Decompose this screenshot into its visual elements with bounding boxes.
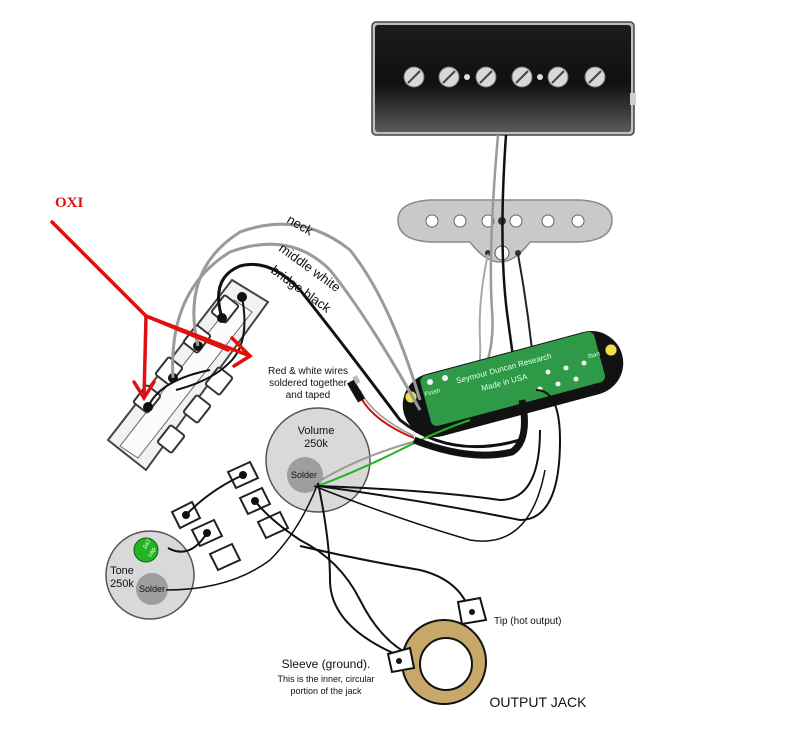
volume-label: Volume [298,425,335,437]
sleeve-note-1: This is the inner, circular [277,674,374,684]
neck-wire-label: neck [285,212,317,239]
tone-label: Tone [110,565,134,577]
tone-solder-label: Solder [139,584,165,594]
single-coil-pickup [397,199,613,263]
red-white-note-1: Red & white wires [268,366,348,377]
volume-value: 250k [304,438,328,450]
output-jack [386,596,488,705]
tone-value: 250k [110,578,134,590]
board-finish-text: Finish [424,388,441,398]
rail-pickup-board: Seymour Duncan Research Made in USA Fini… [402,331,624,437]
taped-splice [347,375,365,403]
cap-value: .047 [142,538,153,552]
volume-solder-label: Solder [291,470,317,480]
control-wires [165,389,562,661]
pickup-pole-screws [403,66,606,88]
oxi-annotation: OXI [55,195,84,211]
tone-capacitor: .047 cap [133,537,159,563]
soapbar-pickup [371,21,636,136]
tone-pot: Tone 250k Solder .047 cap [105,500,242,620]
red-annotations [50,220,253,402]
board-start-text: Start [587,351,601,360]
red-white-note-2: soldered together [269,378,348,389]
output-jack-label: OUTPUT JACK [490,694,588,710]
cap-label: cap [147,546,157,558]
sleeve-note-2: portion of the jack [290,686,362,696]
switch-wires [147,222,521,449]
tip-label: Tip (hot output) [494,616,561,627]
red-white-note-3: and taped [286,390,331,401]
sleeve-label: Sleeve (ground). [282,657,371,671]
